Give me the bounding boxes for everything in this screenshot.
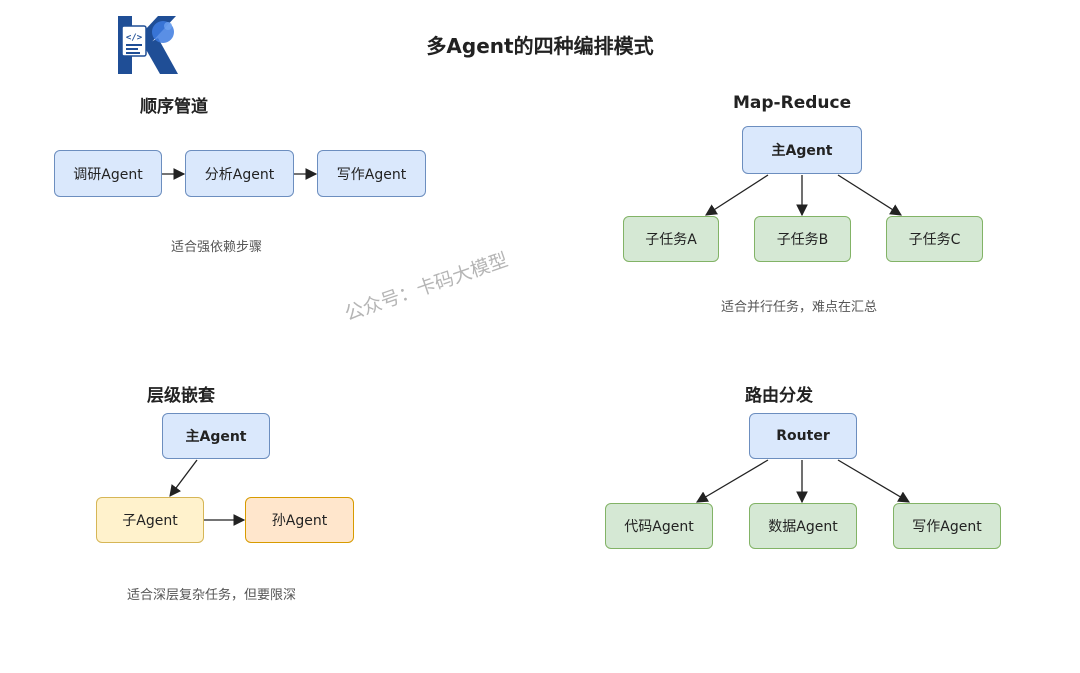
node-analysis-agent: 分析Agent — [185, 150, 294, 197]
logo: </> — [118, 16, 180, 74]
arrow-main-to-child — [169, 459, 198, 497]
arrow-main-to-a — [705, 174, 769, 216]
node-writing-agent: 写作Agent — [317, 150, 426, 197]
node-nested-main-agent: 主Agent — [162, 413, 270, 459]
node-data-agent: 数据Agent — [749, 503, 857, 549]
section-title-routing: 路由分发 — [745, 386, 813, 406]
node-subtask-c: 子任务C — [886, 216, 983, 262]
node-subtask-a: 子任务A — [623, 216, 719, 262]
arrow-router-to-writing — [837, 459, 911, 503]
note-sequential: 适合强依赖步骤 — [171, 240, 263, 255]
node-research-agent: 调研Agent — [54, 150, 162, 197]
node-grandchild-agent: 孙Agent — [245, 497, 354, 543]
svg-text:</>: </> — [126, 33, 143, 43]
note-nested: 适合深层复杂任务，但要限深 — [127, 588, 297, 603]
node-router: Router — [749, 413, 857, 459]
note-map-reduce: 适合并行任务，难点在汇总 — [721, 300, 878, 315]
node-code-agent: 代码Agent — [605, 503, 713, 549]
code-icon: </> — [126, 33, 143, 54]
section-title-map-reduce: Map-Reduce — [733, 93, 852, 113]
node-child-agent: 子Agent — [96, 497, 204, 543]
node-main-agent: 主Agent — [742, 126, 862, 174]
arrow-router-to-code — [695, 459, 769, 503]
node-routing-writing-agent: 写作Agent — [893, 503, 1001, 549]
arrow-main-to-c — [837, 174, 902, 216]
node-subtask-b: 子任务B — [754, 216, 851, 262]
section-title-sequential: 顺序管道 — [140, 97, 208, 117]
page-title: 多Agent的四种编排模式 — [426, 34, 654, 58]
section-title-nested: 层级嵌套 — [147, 386, 215, 406]
